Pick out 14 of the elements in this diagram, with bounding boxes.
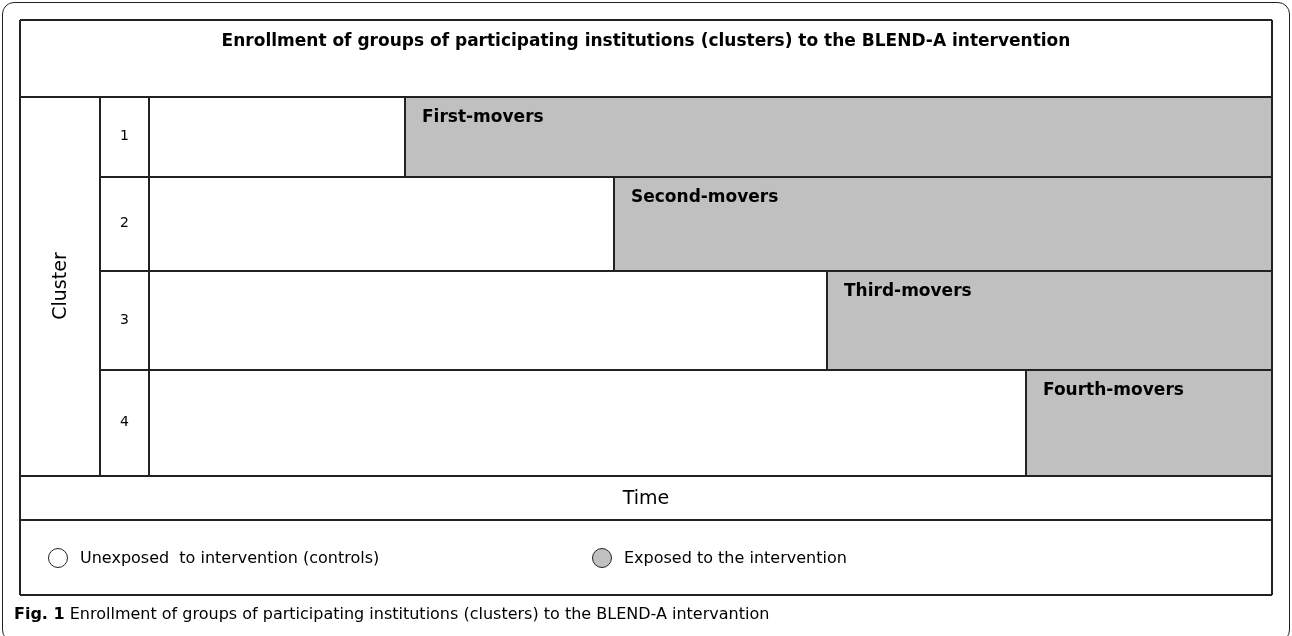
- axis-label: Cluster: [48, 251, 71, 322]
- legend-text: Unexposed to intervention (controls): [80, 548, 380, 567]
- intervention-period-bar: Fourth-movers: [1025, 369, 1273, 477]
- axis-label: Time: [621, 486, 671, 508]
- legend-text: Exposed to the intervention: [624, 548, 847, 567]
- intervention-period-bar: First-movers: [404, 96, 1273, 178]
- row-number: 3: [119, 310, 130, 327]
- intervention-period-bar: Second-movers: [613, 176, 1273, 272]
- row-number: 4: [119, 413, 130, 429]
- row-number: 1: [119, 127, 130, 143]
- intervention-period-bar: Third-movers: [826, 270, 1273, 371]
- row-number: 2: [119, 214, 130, 230]
- figure-caption: Fig. 1 Enrollment of groups of participating institutions (clusters) to the BLEND-A intervantion: [14, 604, 770, 623]
- table-title: Enrollment of groups of participating institutions (clusters) to the BLEND-A intervention: [220, 30, 1072, 50]
